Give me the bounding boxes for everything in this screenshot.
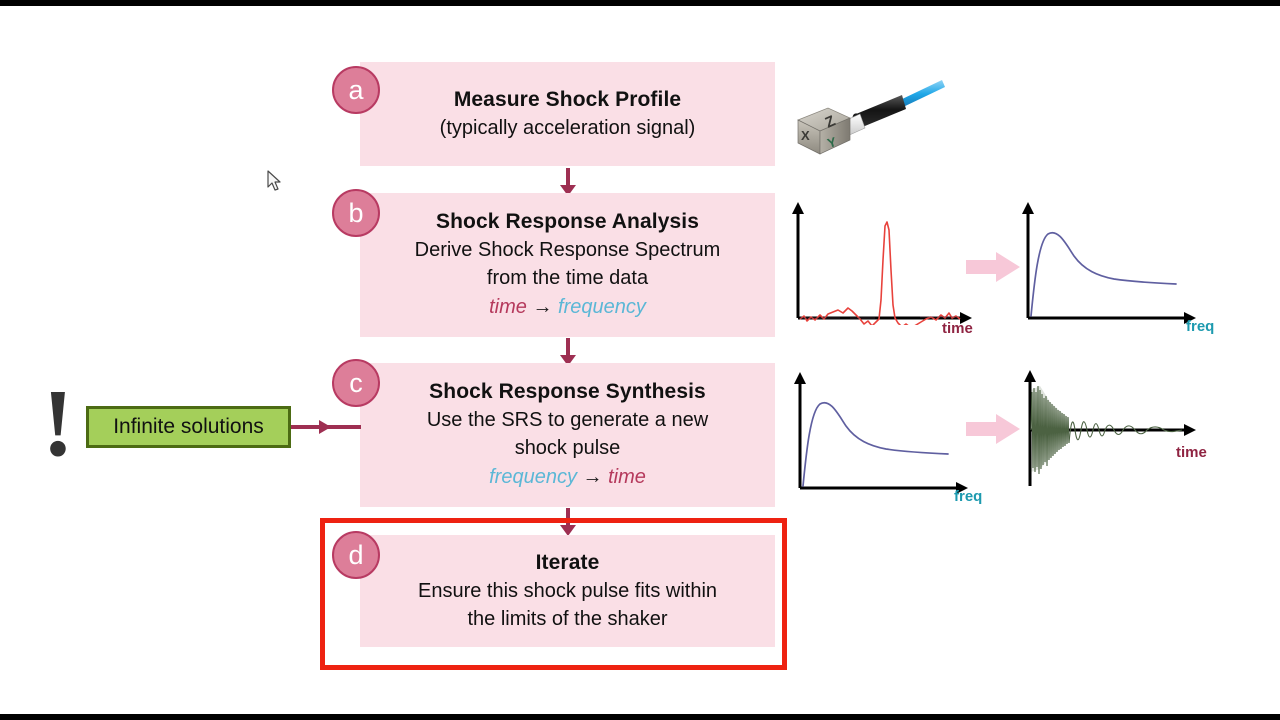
step-badge-a: a bbox=[332, 66, 380, 114]
step-b-conversion-to: frequency bbox=[558, 296, 646, 318]
step-c-title: Shock Response Synthesis bbox=[429, 380, 706, 403]
step-b-title: Shock Response Analysis bbox=[436, 210, 699, 233]
connector-arrow-a-to-b bbox=[560, 168, 576, 196]
triaxial-accelerometer-image: Z X Y bbox=[788, 68, 948, 160]
infinite-solutions-box[interactable]: Infinite solutions bbox=[86, 406, 291, 448]
chart-synthesized-pulse: time bbox=[1010, 368, 1215, 493]
step-c-line-2: shock pulse bbox=[514, 437, 621, 459]
mouse-cursor bbox=[267, 170, 285, 194]
step-box-b[interactable]: Shock Response Analysis Derive Shock Res… bbox=[360, 193, 775, 337]
step-badge-c: c bbox=[332, 359, 380, 407]
step-c-conversion-from: frequency bbox=[489, 466, 577, 488]
chart-2-xlabel: freq bbox=[1186, 318, 1215, 335]
exclamation-mark-icon: ! bbox=[42, 369, 74, 476]
step-d-line-2: the limits of the shaker bbox=[467, 608, 668, 630]
step-badge-d: d bbox=[332, 531, 380, 579]
step-a-line-1: (typically acceleration signal) bbox=[439, 117, 696, 139]
step-c-conversion-to: time bbox=[608, 466, 646, 488]
chart-4-xlabel: time bbox=[1176, 444, 1207, 461]
step-c-line-1: Use the SRS to generate a new bbox=[426, 409, 709, 431]
chart-1-xlabel: time bbox=[942, 320, 973, 337]
step-box-c[interactable]: Shock Response Synthesis Use the SRS to … bbox=[360, 363, 775, 507]
step-c-conversion-arrow: → bbox=[576, 466, 609, 488]
step-b-line-1: Derive Shock Response Spectrum bbox=[414, 239, 721, 261]
step-b-conversion: time → frequency bbox=[489, 292, 646, 322]
connector-arrow-b-to-c bbox=[560, 338, 576, 366]
transform-arrow-2 bbox=[966, 412, 1022, 446]
step-b-conversion-arrow: → bbox=[526, 296, 559, 318]
step-a-title: Measure Shock Profile bbox=[453, 88, 682, 111]
chart-srs-2: freq bbox=[782, 370, 987, 505]
step-d-line-1: Ensure this shock pulse fits within bbox=[417, 580, 718, 602]
sensor-axis-x: X bbox=[801, 128, 810, 143]
letterbox-top bbox=[0, 0, 1280, 6]
step-box-a[interactable]: Measure Shock Profile (typically acceler… bbox=[360, 62, 775, 166]
step-d-title: Iterate bbox=[535, 551, 600, 574]
step-b-line-2: from the time data bbox=[486, 267, 649, 289]
step-box-d[interactable]: Iterate Ensure this shock pulse fits wit… bbox=[360, 535, 775, 647]
chart-srs-1: freq bbox=[1010, 200, 1215, 335]
iterate-highlight-box bbox=[320, 518, 787, 670]
chart-3-xlabel: freq bbox=[954, 488, 983, 505]
transform-arrow-1 bbox=[966, 250, 1022, 284]
chart-shock-time-history: time bbox=[780, 200, 980, 337]
infinite-solutions-label: Infinite solutions bbox=[113, 415, 264, 438]
step-b-conversion-from: time bbox=[489, 296, 527, 318]
step-badge-b: b bbox=[332, 189, 380, 237]
letterbox-bottom bbox=[0, 714, 1280, 720]
connector-arrow-callout-to-c bbox=[291, 420, 361, 434]
step-c-conversion: frequency → time bbox=[489, 462, 646, 492]
